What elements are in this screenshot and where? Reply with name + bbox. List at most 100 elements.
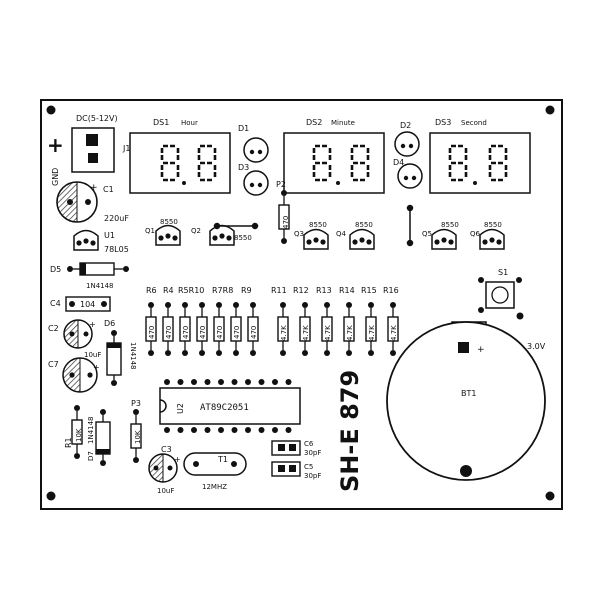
c4-value: 104 [80, 300, 95, 309]
ds3-ref: DS3 [435, 118, 451, 127]
bt1-voltage: 3.0V [527, 342, 546, 351]
c7-plus: + [93, 363, 100, 372]
c3-ref: C3 [161, 445, 172, 454]
left-resistor-labels: R6 R4 R5R10 R7R8 R9 [146, 286, 252, 295]
svg-text:470: 470 [148, 326, 156, 339]
svg-text:4.7K: 4.7K [324, 325, 332, 341]
c3-value: 10uF [157, 487, 174, 495]
u2-pin [272, 427, 278, 433]
label-r9: R9 [241, 286, 252, 295]
capacitor-c1 [56, 181, 98, 223]
u2-pin [231, 427, 238, 433]
q6-ref: Q6 [470, 230, 481, 238]
capacitor-c5 [271, 461, 301, 477]
capacitor-c3 [148, 453, 178, 483]
svg-text:470: 470 [199, 326, 207, 339]
r1-ref: R1 [64, 437, 73, 448]
p3-ref: P3 [131, 399, 141, 408]
d6-part: 1N4148 [129, 342, 137, 370]
label-r12: R12 [293, 286, 309, 295]
diode-d7 [95, 409, 111, 466]
led-d3 [243, 170, 269, 196]
ds1-name: Hour [181, 119, 198, 127]
label-r16: R16 [383, 286, 399, 295]
u2-pin [177, 379, 184, 385]
u2-pin [204, 427, 211, 433]
svg-text:4.7K: 4.7K [302, 325, 310, 341]
u2-pin [204, 379, 211, 385]
u2-pin [245, 379, 251, 385]
svg-text:470: 470 [165, 326, 173, 339]
c6-ref: C6 [304, 440, 314, 448]
c1-plus: + [90, 183, 98, 193]
board-model-label: SH-E 879 [336, 370, 364, 492]
u1-part: 78L05 [104, 245, 129, 254]
q4-ref: Q4 [336, 230, 347, 238]
dc-jack [71, 127, 115, 173]
q3-ref: Q3 [294, 230, 304, 238]
svg-text:4.7K: 4.7K [390, 325, 398, 341]
svg-text:470: 470 [216, 326, 224, 339]
p3-value: 10K [134, 430, 142, 444]
svg-text:470: 470 [182, 326, 190, 339]
c5-ref: C5 [304, 463, 313, 471]
label-r5r10: R5R10 [178, 286, 204, 295]
d1-ref: D1 [238, 124, 249, 133]
t1-value: 12MHZ [202, 483, 227, 491]
svg-text:4.7K: 4.7K [346, 325, 354, 341]
right-resistor-values: 4.7K 4.7K 4.7K 4.7K 4.7K 4.7K [280, 325, 398, 341]
c1-value: 220uF [104, 214, 129, 223]
ds3-name: Second [461, 119, 487, 127]
q3-part: 8550 [309, 221, 327, 229]
svg-text:470: 470 [250, 326, 258, 339]
r1-value: 10K [75, 428, 83, 442]
u2-pin [231, 379, 238, 385]
u2-pin [218, 427, 224, 433]
ds1-ref: DS1 [153, 118, 169, 127]
c3-plus: + [174, 455, 181, 464]
led-d2 [394, 131, 420, 157]
jack-ref: J1 [122, 144, 130, 153]
q2-ref: Q2 [191, 227, 201, 235]
d5-ref: D5 [50, 265, 61, 274]
battery-holder-bt1 [386, 321, 546, 481]
c5-value: 30pF [304, 472, 321, 480]
c1-ref: C1 [103, 185, 114, 194]
q1-ref: Q1 [145, 227, 155, 235]
d6-ref: D6 [104, 319, 115, 328]
c6-value: 30pF [304, 449, 321, 457]
u2-pin [258, 379, 265, 385]
u2-pin [258, 427, 265, 433]
c4-ref: C4 [50, 299, 61, 308]
mounting-hole [46, 105, 56, 115]
u2-pin [164, 427, 170, 433]
label-r13: R13 [316, 286, 332, 295]
capacitor-c4 [65, 296, 111, 312]
svg-text:4.7K: 4.7K [368, 325, 376, 341]
q4-part: 8550 [355, 221, 373, 229]
left-resistor-values: 470 470 470 470 470 470 470 [148, 326, 258, 339]
u2-pin [285, 427, 292, 433]
s1-ref: S1 [498, 268, 508, 277]
led-d4 [397, 163, 423, 189]
u2-pin [272, 379, 278, 385]
d2-ref: D2 [400, 121, 411, 130]
mounting-hole [46, 491, 56, 501]
bt1-ref: BT1 [461, 389, 476, 398]
u2-pin [191, 427, 197, 433]
u2-pin [164, 379, 170, 385]
u2-pin [245, 427, 251, 433]
u2-pin [218, 379, 224, 385]
label-r14: R14 [339, 286, 355, 295]
u2-pin [191, 379, 197, 385]
led-d1 [243, 137, 269, 163]
u2-ref: U2 [176, 403, 185, 414]
capacitor-c7 [62, 357, 98, 393]
ds2-ref: DS2 [306, 118, 322, 127]
label-r15: R15 [361, 286, 377, 295]
display-ds3 [429, 132, 531, 194]
display-ds1 [129, 132, 231, 194]
right-resistor-labels: R11 R12 R13 R14 R15 R16 [271, 286, 399, 295]
u2-part: AT89C2051 [200, 403, 249, 413]
